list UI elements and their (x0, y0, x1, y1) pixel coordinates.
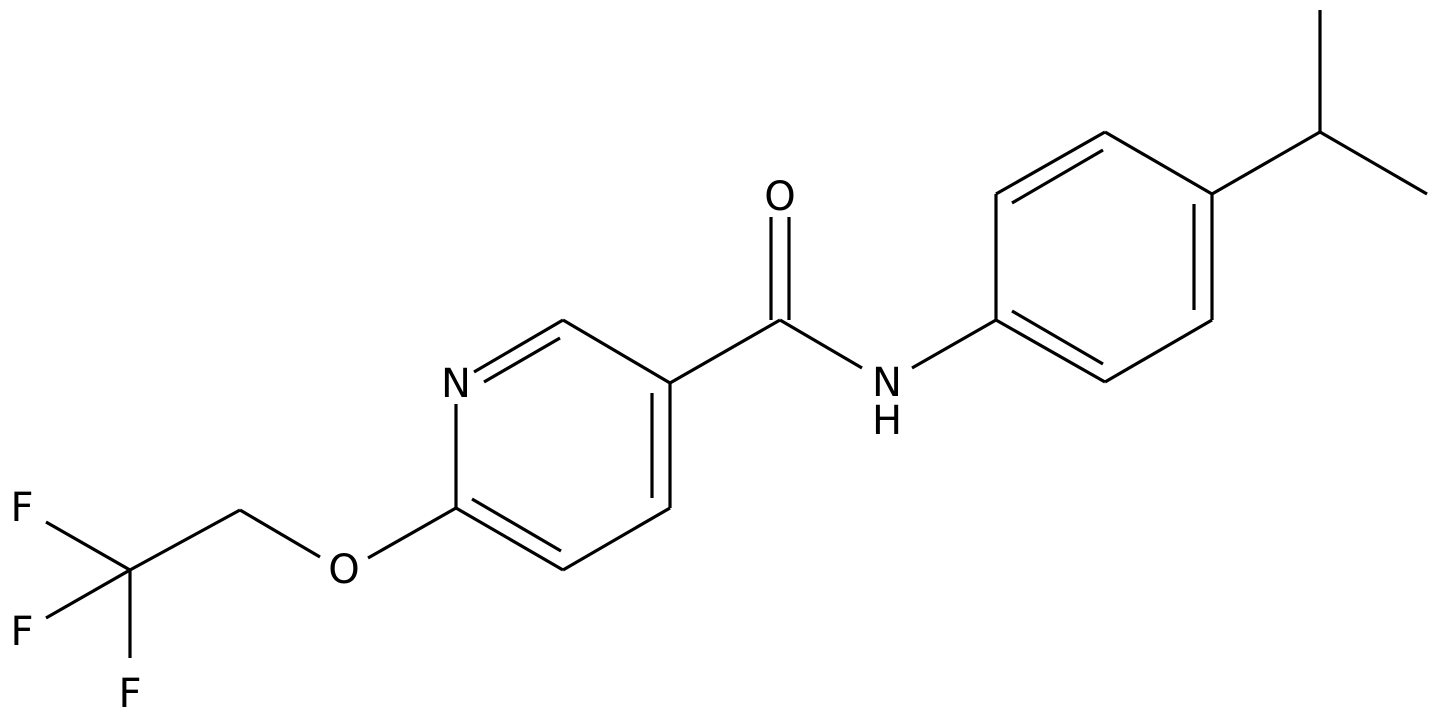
bond-benzene-c4-c5-inner (1011, 309, 1104, 366)
bond-ether-o-to-ch2 (239, 508, 321, 559)
bond-pyridine-c5-c4 (562, 506, 671, 572)
bond-benzene-c2-c3-inner (1011, 148, 1104, 205)
atom-label-amide-n: N (872, 360, 902, 406)
bond-nh-to-carbonyl (779, 318, 863, 370)
bond-pyridine-c6-c5-inner (471, 497, 562, 553)
bond-ch2-to-cf3 (129, 508, 241, 572)
atom-label-fluorine-1: F (10, 485, 33, 531)
bond-cf3-to-f2 (45, 568, 131, 620)
bond-benzene-c1-c2 (1104, 130, 1213, 196)
label-layer: O N H N O F F F (10, 174, 902, 717)
bond-benzene-c2-c3 (995, 130, 1106, 196)
atom-label-amide-h: H (872, 398, 902, 444)
bond-isopropyl-methyl-right (1319, 130, 1428, 196)
atom-label-fluorine-2: F (10, 609, 33, 655)
atom-label-fluorine-3: F (118, 671, 141, 717)
bond-isopropyl-to-ring (1211, 130, 1321, 196)
bond-pyridine-c2-n1-inner (483, 336, 561, 384)
bond-pyridine-to-ether-o (367, 506, 457, 560)
atom-label-carbonyl-o: O (764, 174, 795, 220)
atom-label-pyridine-n: N (441, 361, 471, 407)
bond-layer (45, 10, 1428, 658)
bond-benzene-c4-c5 (995, 318, 1106, 384)
bond-benzene-to-nh (911, 318, 997, 370)
bond-pyridine-c2-n1 (473, 318, 564, 374)
bond-cf3-to-f1 (45, 520, 131, 572)
bond-pyridine-c6-c5 (455, 506, 564, 572)
bond-carbonyl-to-pyridine (669, 318, 781, 385)
bond-pyridine-c3-c2 (562, 318, 671, 385)
atom-label-ether-o: O (328, 547, 359, 593)
bond-benzene-c5-c6 (1104, 318, 1213, 384)
